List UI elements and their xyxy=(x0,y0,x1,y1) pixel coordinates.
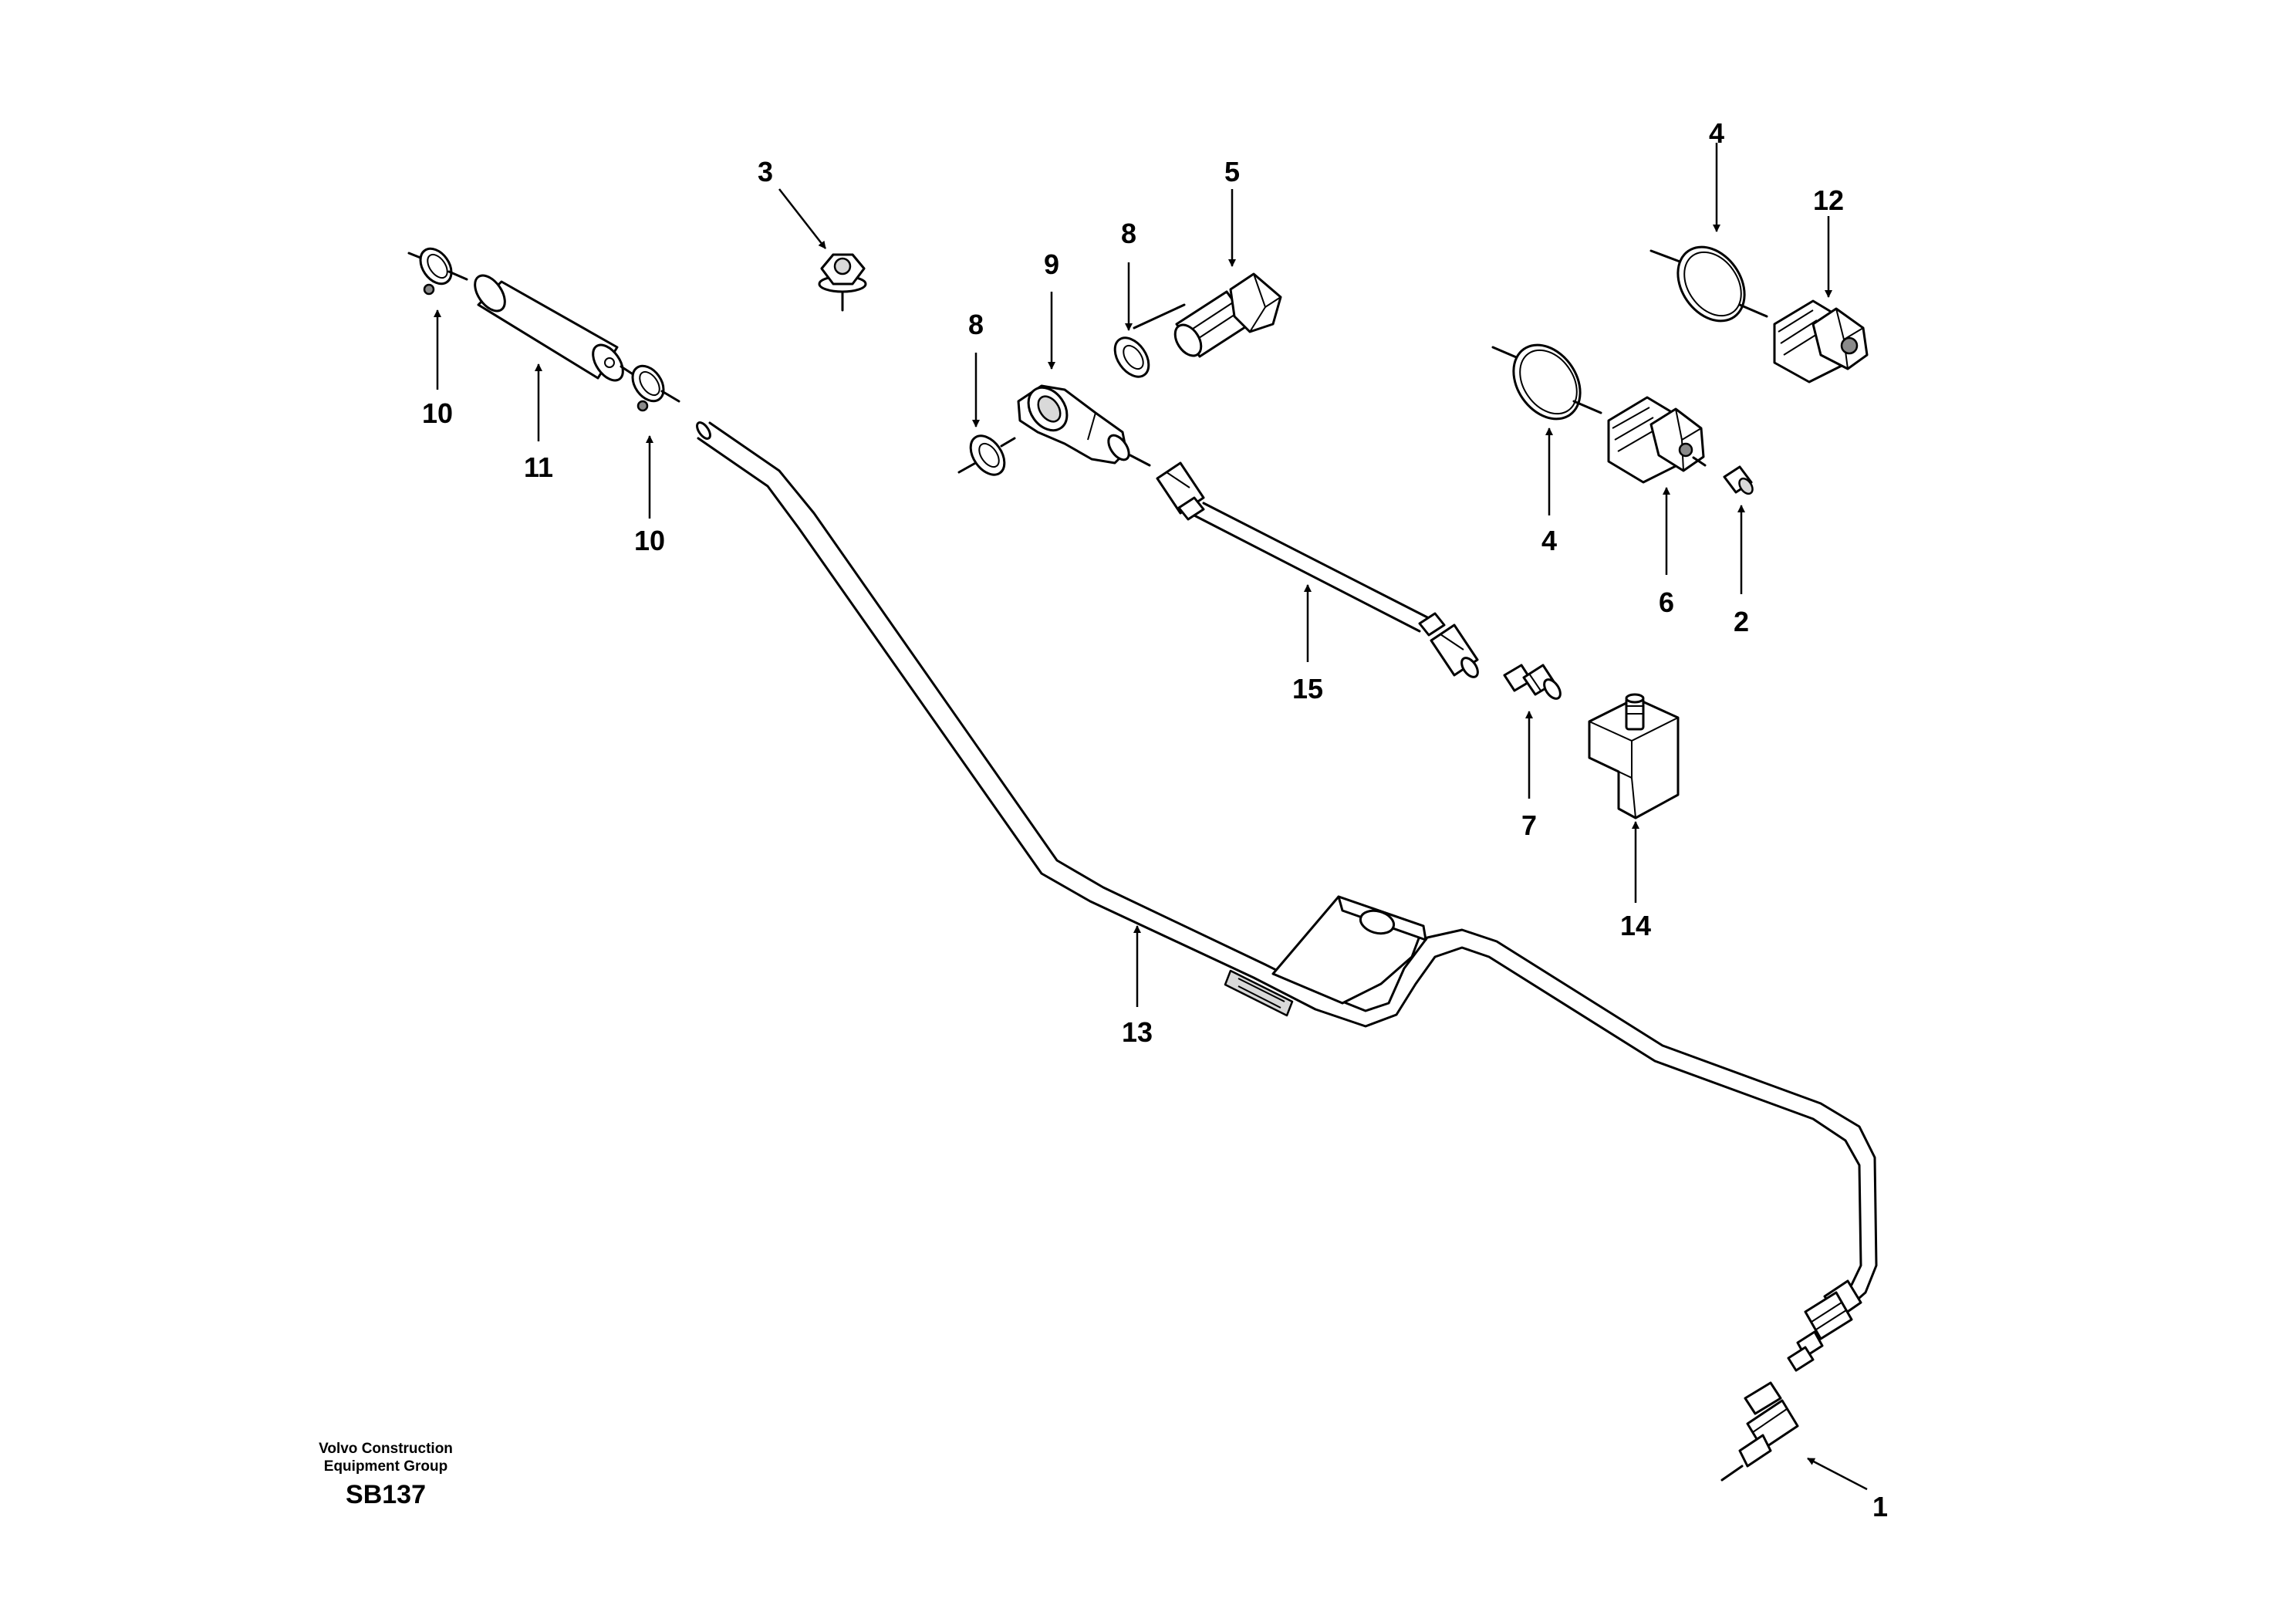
footer-company-line2: Equipment Group xyxy=(324,1458,447,1475)
pipe-13 xyxy=(696,421,1878,1309)
footer-drawing-code: SB137 xyxy=(346,1480,426,1509)
footer: Volvo Construction Equipment Group SB137 xyxy=(319,1441,453,1509)
part-11-hose xyxy=(474,274,624,382)
footer-company-line1: Volvo Construction xyxy=(319,1441,453,1457)
part-15-pipe xyxy=(1156,461,1479,678)
callout-12: 12 xyxy=(1813,184,1844,216)
callout-8-lower: 8 xyxy=(968,309,984,340)
pipe-end-fitting xyxy=(1787,1279,1862,1372)
callout-14: 14 xyxy=(1620,910,1651,941)
callout-9: 9 xyxy=(1044,248,1059,280)
callouts: 10 11 10 3 5 8 9 8 15 7 14 13 4 12 4 6 2… xyxy=(422,117,1888,1522)
part-6-adapter xyxy=(1607,396,1707,484)
part-7-adapter xyxy=(1503,664,1562,700)
part-10-left xyxy=(407,247,468,296)
callout-11: 11 xyxy=(524,451,553,483)
callout-5: 5 xyxy=(1224,156,1240,188)
part-8-upper xyxy=(1113,336,1150,378)
part-1 xyxy=(1720,1381,1799,1482)
leader-lines xyxy=(434,143,1868,1491)
callout-3: 3 xyxy=(758,156,773,188)
callout-2: 2 xyxy=(1734,606,1749,637)
callout-10-left: 10 xyxy=(422,397,453,429)
part-4-upper xyxy=(1649,245,1768,323)
part-8-lower xyxy=(957,434,1016,476)
callout-1: 1 xyxy=(1872,1491,1888,1522)
part-9-banjo xyxy=(1017,384,1151,467)
callout-4-upper: 4 xyxy=(1709,117,1724,149)
part-5-banjo-bolt xyxy=(1133,272,1282,358)
part-4-lower xyxy=(1491,343,1602,421)
callout-6: 6 xyxy=(1659,586,1674,618)
part-10-right xyxy=(620,364,680,412)
callout-7: 7 xyxy=(1521,809,1537,841)
callout-8-upper: 8 xyxy=(1121,218,1136,249)
callout-15: 15 xyxy=(1292,673,1323,705)
part-2-nipple xyxy=(1723,465,1754,495)
part-3-nut xyxy=(818,253,867,312)
part-14-block xyxy=(1588,693,1680,819)
part-12-plug xyxy=(1773,299,1869,384)
callout-10-right: 10 xyxy=(634,525,665,556)
callout-13: 13 xyxy=(1122,1016,1153,1048)
callout-4-lower: 4 xyxy=(1541,525,1557,556)
